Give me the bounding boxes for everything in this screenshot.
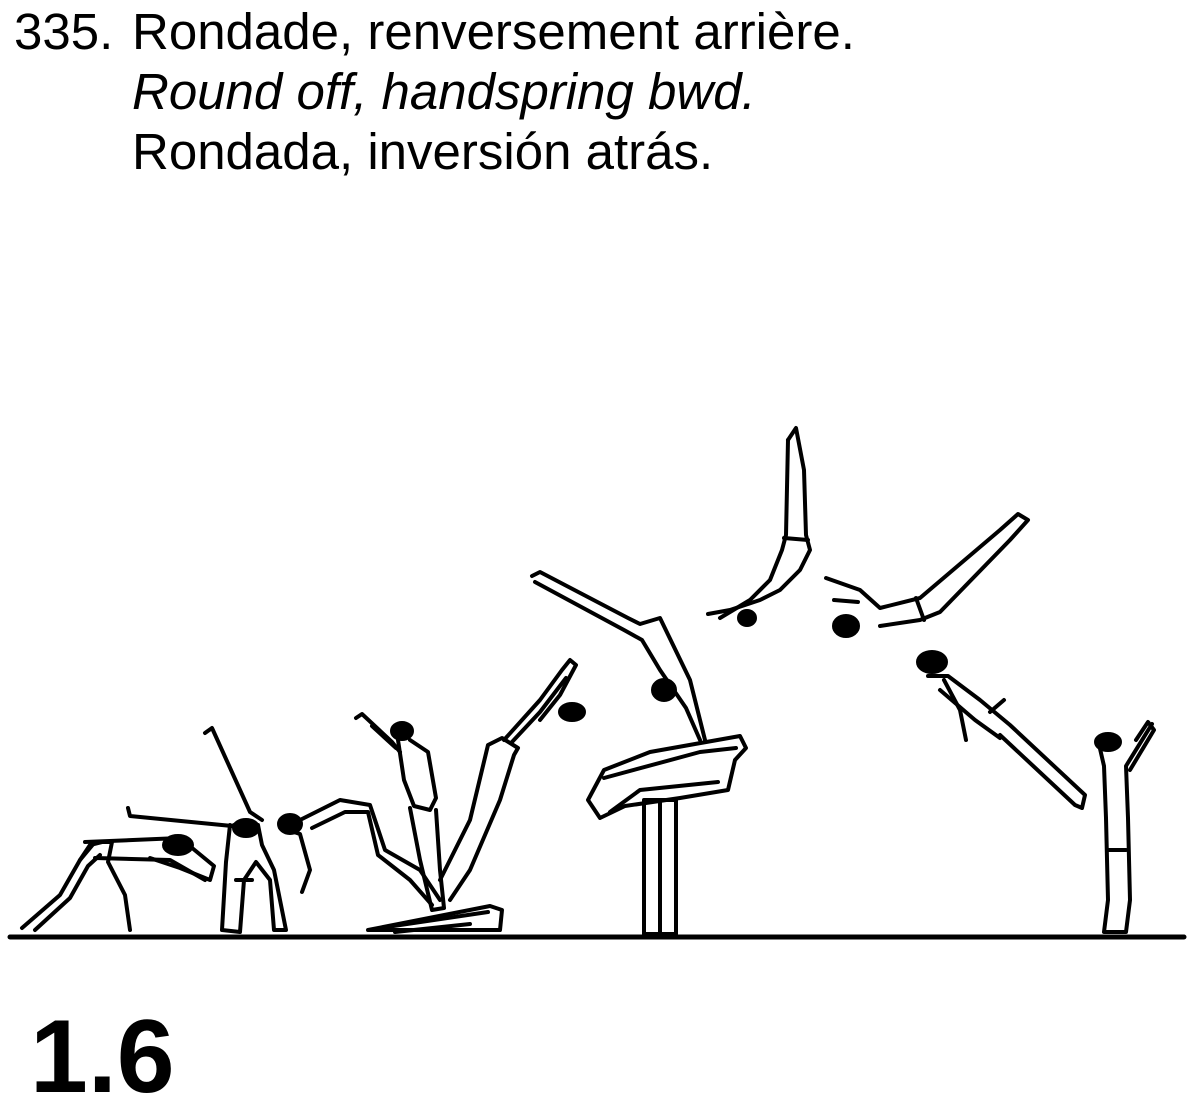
gymnast-figure-support [530, 570, 707, 742]
gymnast-figure-handstand [126, 726, 288, 934]
gymnast-figure-snapdown [277, 798, 442, 907]
gymnast-figure-descent [916, 650, 1087, 810]
gymnast-figure-flight-horizontal [824, 512, 1030, 638]
title-line-fr: 335. Rondade, renversement arrière. [14, 2, 1184, 62]
element-name-es: Rondada, inversión atrás. [132, 123, 714, 180]
difficulty-value: 1.6 [30, 999, 175, 1115]
gymnast-figure-hurdle [354, 712, 446, 912]
vault-sequence-illustration [7, 426, 1187, 940]
gymnast-figure-flight-vertical [706, 426, 812, 627]
vaulting-table-icon [586, 734, 748, 936]
springboard-icon [366, 904, 504, 934]
element-header: 335. Rondade, renversement arrière. Round… [14, 2, 1184, 182]
element-number: 335. [14, 3, 114, 60]
gymnast-figure-takeoff [438, 658, 586, 902]
element-name-en: Round off, handspring bwd. [132, 63, 756, 120]
element-name-fr: Rondade, renversement arrière. [132, 3, 855, 60]
gymnast-figure-landing [1094, 720, 1156, 934]
gymnast-figure-roundoff-start [20, 834, 216, 932]
